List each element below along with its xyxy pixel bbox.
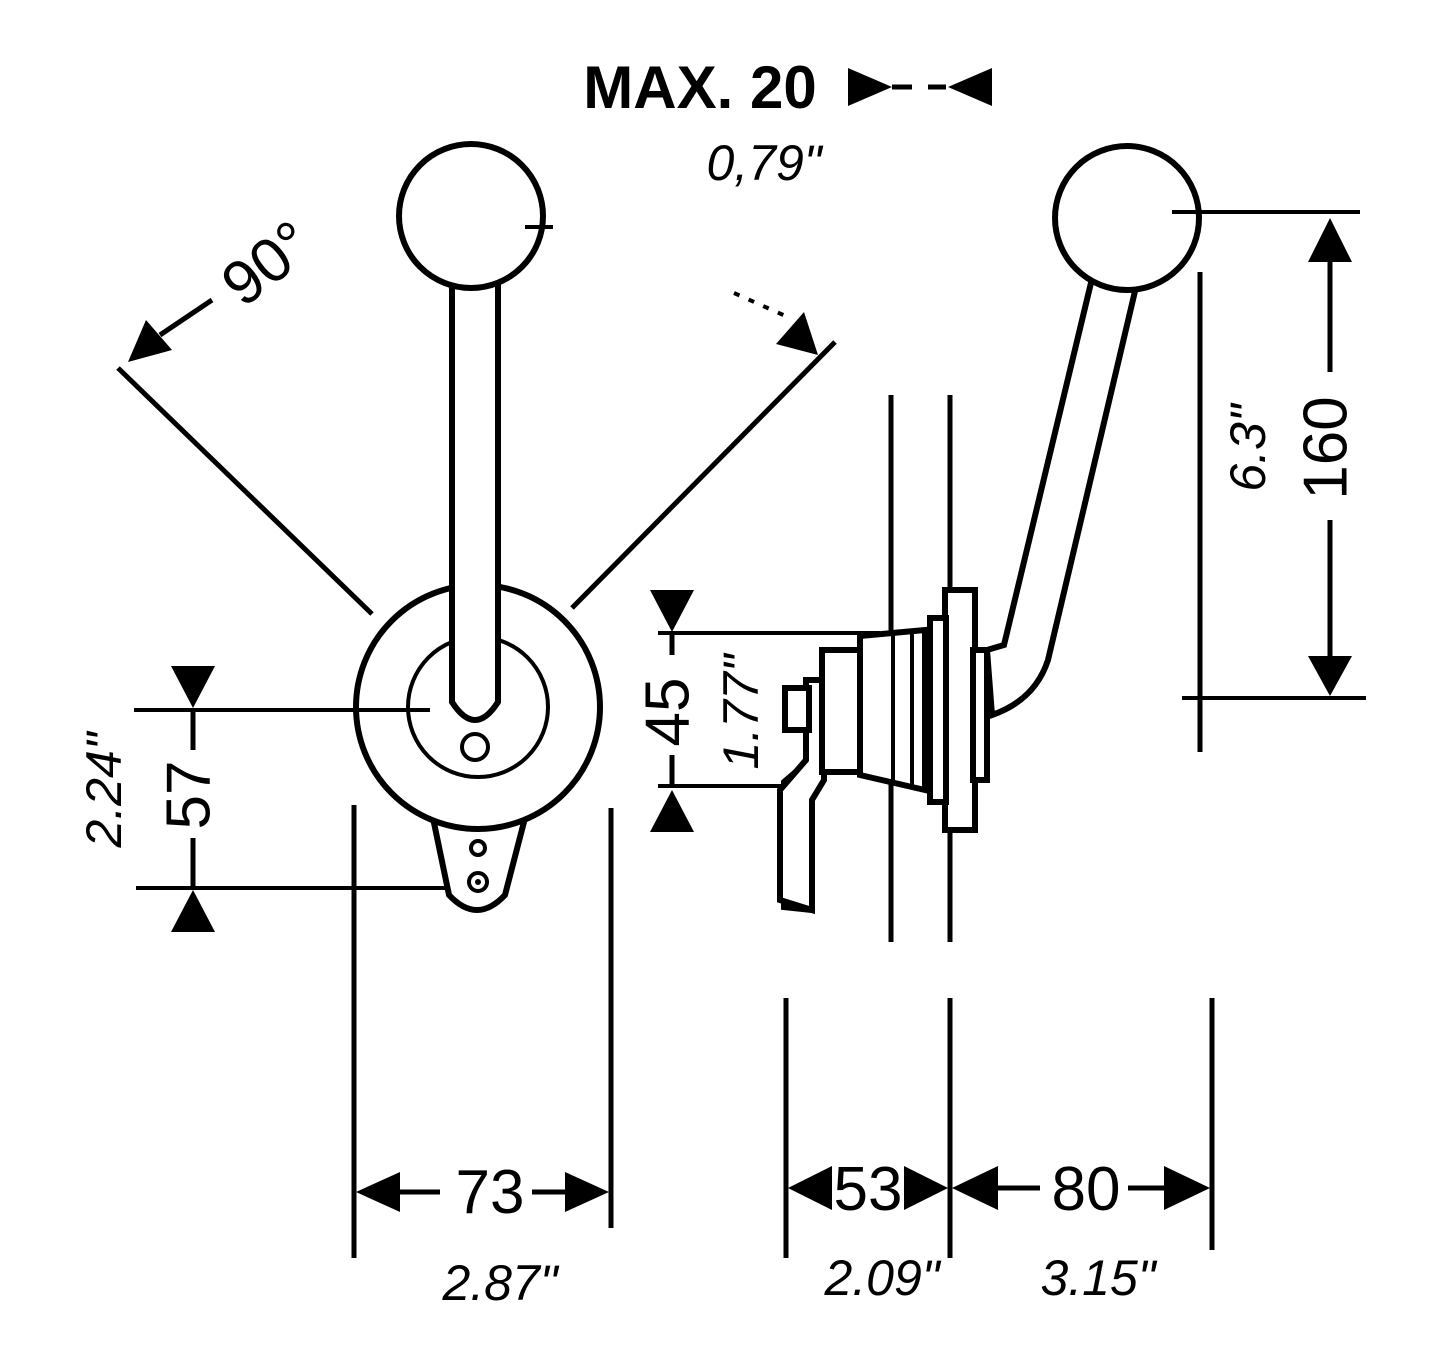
dimension-53: 53 2.09" — [783, 998, 953, 1306]
swing-limit-left — [116, 366, 374, 616]
dimension-80: 80 3.15" — [952, 998, 1215, 1306]
lever-knob-front — [396, 141, 546, 291]
svg-text:2.87": 2.87" — [441, 1255, 559, 1311]
svg-text:160: 160 — [1291, 396, 1360, 499]
svg-text:73: 73 — [456, 1158, 525, 1227]
svg-text:80: 80 — [1052, 1155, 1121, 1224]
angle-label: 90° — [209, 208, 325, 320]
svg-text:2.24": 2.24" — [76, 730, 132, 848]
mounting-ear — [429, 815, 529, 913]
front-view: 90° 57 2.24" — [76, 141, 837, 1311]
lever-shaft-front — [449, 267, 501, 723]
svg-text:1.77": 1.77" — [713, 652, 769, 769]
svg-text:57: 57 — [154, 761, 223, 830]
svg-text:2.09": 2.09" — [823, 1250, 941, 1306]
svg-text:45: 45 — [633, 678, 702, 747]
swing-limit-right — [570, 340, 837, 610]
dimension-160: 160 6.3" — [1172, 210, 1366, 752]
dimension-57: 57 2.24" — [76, 666, 223, 932]
max-clearance-inch-label: 0,79" — [706, 135, 823, 191]
housing-hub — [819, 647, 863, 775]
svg-text:6.3": 6.3" — [1220, 402, 1276, 492]
pivot-hole — [460, 732, 490, 762]
side-view: MAX. 20 0,79" 45 — [583, 54, 1366, 1306]
svg-text:53: 53 — [834, 1155, 903, 1224]
max-clearance-label: MAX. 20 — [583, 54, 816, 121]
lever-knob-side — [1052, 143, 1202, 293]
dimension-73: 73 2.87" — [351, 805, 614, 1311]
angle-arrow-right — [776, 312, 818, 355]
svg-text:3.15": 3.15" — [1040, 1250, 1157, 1306]
lever-shaft-side — [983, 258, 1144, 720]
angle-arrow-left — [128, 320, 172, 362]
dimension-45: 45 1.77" — [633, 590, 880, 832]
